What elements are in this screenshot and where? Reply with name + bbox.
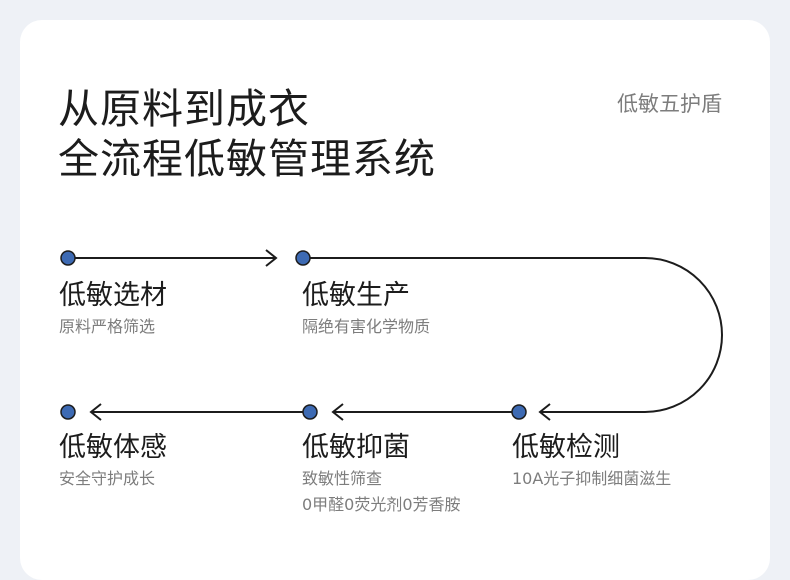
page-title: 从原料到成衣 全流程低敏管理系统 <box>58 84 436 184</box>
title-line-1: 从原料到成衣 <box>58 85 310 133</box>
step-name: 低敏体感 <box>59 432 167 463</box>
step-antibacterial: 低敏抑菌 致敏性筛查 0甲醛0荧光剂0芳香胺 <box>302 431 461 517</box>
node-dot-1 <box>60 250 76 266</box>
title-line-2: 全流程低敏管理系统 <box>58 135 436 183</box>
step-desc: 隔绝有害化学物质 <box>302 317 431 336</box>
step-name: 低敏生产 <box>302 280 410 311</box>
shield-tag: 低敏五护盾 <box>617 92 722 116</box>
node-dot-5 <box>60 404 76 420</box>
arrow-head-3-4 <box>331 403 344 421</box>
node-dot-3 <box>511 404 527 420</box>
step-body-feel: 低敏体感 安全守护成长 <box>59 431 167 491</box>
step-desc: 10A光子抑制细菌滋生 <box>512 469 672 488</box>
step-name: 低敏检测 <box>512 432 620 463</box>
step-desc: 原料严格筛选 <box>59 317 156 336</box>
content-card <box>20 20 770 580</box>
arrow-head-1-2 <box>265 249 278 267</box>
connector-2-3 <box>303 257 723 413</box>
step-name: 低敏抑菌 <box>302 432 410 463</box>
node-dot-2 <box>295 250 311 266</box>
step-testing: 低敏检测 10A光子抑制细菌滋生 <box>512 431 671 491</box>
step-name: 低敏选材 <box>59 280 167 311</box>
node-dot-4 <box>302 404 318 420</box>
step-material: 低敏选材 原料严格筛选 <box>59 279 167 339</box>
process-flow-diagram <box>60 249 723 421</box>
step-desc: 致敏性筛查 <box>302 469 383 488</box>
step-desc-2: 0甲醛0荧光剂0芳香胺 <box>302 495 461 514</box>
arrow-head-2-3 <box>538 403 551 421</box>
step-desc: 安全守护成长 <box>59 469 156 488</box>
step-production: 低敏生产 隔绝有害化学物质 <box>302 279 430 339</box>
arrow-head-4-5 <box>89 403 102 421</box>
